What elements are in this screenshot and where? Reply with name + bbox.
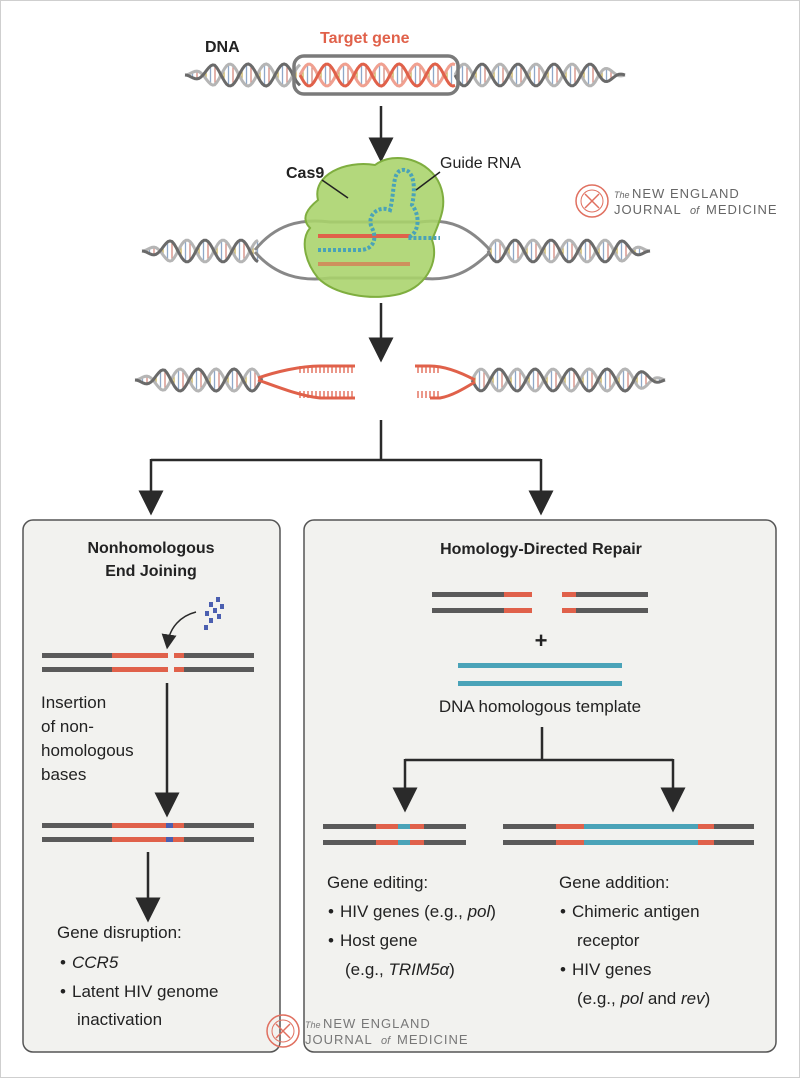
nejm-watermark-bottom: The NEW ENGLAND JOURNAL of MEDICINE [266, 1014, 469, 1048]
gene-editing-heading: Gene editing: [327, 873, 428, 892]
dna-label: DNA [205, 39, 240, 56]
svg-text:MEDICINE: MEDICINE [397, 1032, 469, 1047]
nejm-watermark-top: The NEW ENGLAND JOURNAL of MEDICINE [575, 184, 778, 218]
item-host-gene-example: (e.g., TRIM5α) [345, 960, 455, 979]
insertion-text-line1: Insertion [41, 693, 106, 712]
broken-end-left [257, 364, 355, 400]
inserted-bases-icon [204, 597, 224, 630]
cas9-protein [303, 156, 445, 298]
homologous-template [458, 663, 622, 686]
nhej-panel: Nonhomologous End Joining Insertion of n… [22, 519, 281, 1053]
bullet-latent-hiv: • [60, 982, 66, 1001]
item-car-line2: receptor [577, 931, 640, 950]
bullet-hiv-genes-addition: • [560, 960, 566, 979]
item-ccr5: CCR5 [72, 953, 119, 972]
bullet-car: • [560, 902, 566, 921]
insertion-text-line4: bases [41, 765, 86, 784]
bullet-hiv-genes-editing: • [328, 902, 334, 921]
svg-text:JOURNAL: JOURNAL [305, 1032, 373, 1047]
target-gene-label: Target gene [320, 30, 410, 47]
svg-text:The: The [614, 190, 630, 200]
hdr-title: Homology-Directed Repair [440, 541, 642, 558]
guide-rna [318, 167, 440, 252]
cas9-pointer [321, 179, 349, 199]
svg-text:NEW ENGLAND: NEW ENGLAND [632, 186, 740, 201]
template-label: DNA homologous template [439, 697, 641, 716]
item-hiv-genes-editing: HIV genes (e.g., pol) [340, 902, 496, 921]
nhej-broken-dna [42, 653, 254, 672]
svg-text:The: The [305, 1020, 321, 1030]
broken-end-right [415, 364, 476, 400]
guide-rna-label: Guide RNA [440, 155, 521, 172]
gene-addition-heading: Gene addition: [559, 873, 670, 892]
insertion-text-line3: homologous [41, 741, 134, 760]
guide-rna-pointer [415, 171, 441, 191]
cas9-label: Cas9 [286, 165, 324, 182]
nhej-title-line1: Nonhomologous [87, 540, 214, 557]
item-hiv-genes-addition: HIV genes [572, 960, 651, 979]
dna-helix-top [184, 62, 626, 88]
svg-text:MEDICINE: MEDICINE [706, 202, 778, 217]
gene-addition-dna [503, 824, 754, 845]
item-latent-hiv-line1: Latent HIV genome [72, 982, 218, 1001]
hdr-panel: Homology-Directed Repair + DNA homologou… [303, 519, 777, 1053]
dna-helix-break-right [470, 367, 666, 393]
item-hiv-genes-addition-example: (e.g., pol and rev) [577, 989, 710, 1008]
svg-text:of: of [690, 205, 700, 217]
item-host-gene: Host gene [340, 931, 418, 950]
hdr-broken-dna [432, 592, 648, 613]
nhej-repaired-dna [42, 823, 254, 842]
item-latent-hiv-line2: inactivation [77, 1010, 162, 1029]
item-car-line1: Chimeric antigen [572, 902, 700, 921]
dna-helix-cas9-left [141, 238, 259, 264]
bullet-host-gene: • [328, 931, 334, 950]
svg-text:JOURNAL: JOURNAL [614, 202, 682, 217]
nhej-title-line2: End Joining [105, 563, 197, 580]
dna-helix-cas9-right [486, 238, 651, 264]
gene-editing-dna [323, 824, 466, 845]
svg-text:of: of [381, 1035, 391, 1047]
dna-helix-break-left [134, 367, 264, 393]
svg-text:NEW ENGLAND: NEW ENGLAND [323, 1016, 431, 1031]
insertion-arrow [161, 611, 197, 650]
bullet-ccr5: • [60, 953, 66, 972]
target-strand-in-cas9 [318, 234, 410, 266]
plus-sign: + [535, 628, 548, 653]
insertion-text-line2: of non- [41, 717, 94, 736]
target-gene-box [292, 54, 460, 96]
gene-disruption-heading: Gene disruption: [57, 923, 182, 942]
